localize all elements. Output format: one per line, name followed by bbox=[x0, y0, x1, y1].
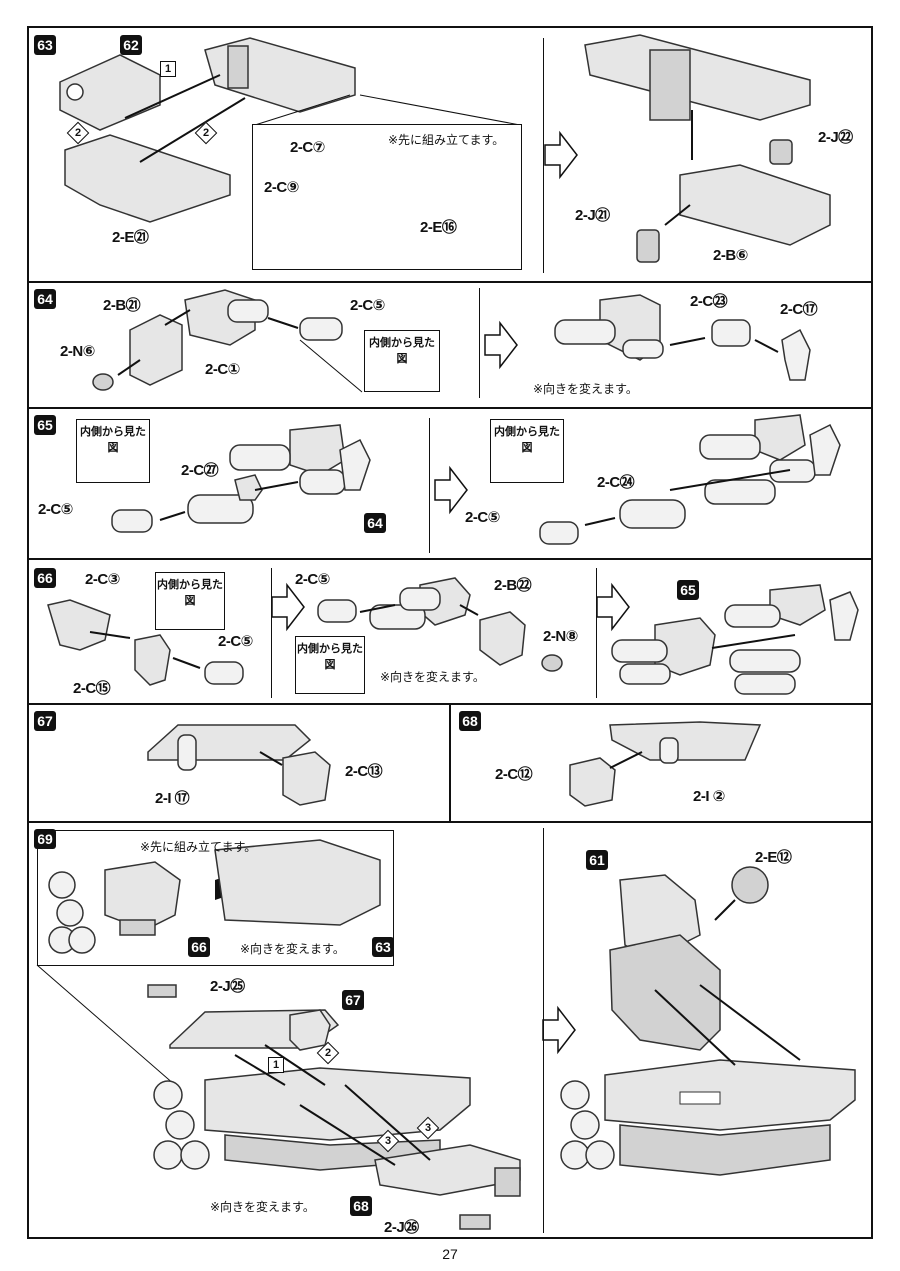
sep-65 bbox=[429, 418, 430, 553]
inner-view-title: 内側から見た図 bbox=[297, 643, 363, 671]
label-2J22: 2-J㉒ bbox=[818, 129, 853, 146]
label-2J25: 2-J㉕ bbox=[210, 978, 245, 995]
label-2E21: 2-E㉑ bbox=[112, 229, 149, 246]
part-62-hinge bbox=[59, 54, 161, 131]
divider-64-65 bbox=[29, 407, 871, 409]
note-pre-assemble-69: ※先に組み立てます。 bbox=[140, 840, 257, 854]
label-2C13: 2-C⑬ bbox=[345, 763, 383, 780]
sep-66a bbox=[271, 568, 272, 698]
step-66-ref: 66 bbox=[188, 937, 210, 957]
label-2C5-66a: 2-C⑤ bbox=[218, 633, 253, 650]
inner-view-title: 内側から見た図 bbox=[157, 579, 223, 607]
step-69-badge: 69 bbox=[34, 829, 56, 849]
step-62-ref: 62 bbox=[120, 35, 142, 55]
part-arm-top bbox=[204, 37, 356, 113]
step-65-ref: 65 bbox=[677, 580, 699, 600]
label-2E12: 2-E⑫ bbox=[755, 849, 792, 866]
note-pre-assemble-63: ※先に組み立てます。 bbox=[388, 133, 505, 147]
label-2C5-65b: 2-C⑤ bbox=[465, 509, 500, 526]
label-2N6: 2-N⑥ bbox=[60, 343, 95, 360]
label-2C3: 2-C③ bbox=[85, 571, 120, 588]
label-2C1: 2-C① bbox=[205, 361, 240, 378]
step-67-ref: 67 bbox=[342, 990, 364, 1010]
sep-66b bbox=[596, 568, 597, 698]
step-68-badge: 68 bbox=[459, 711, 481, 731]
inner-view-box-65b: 内側から見た図 bbox=[490, 419, 564, 483]
inner-view-title: 内側から見た図 bbox=[369, 337, 435, 365]
step-65-badge: 65 bbox=[34, 415, 56, 435]
note-change-direction-66: ※向きを変えます。 bbox=[380, 670, 485, 684]
step-64-ref: 64 bbox=[364, 513, 386, 533]
label-2I17: 2-I ⑰ bbox=[155, 790, 190, 807]
label-2B6: 2-B⑥ bbox=[713, 247, 748, 264]
label-2C15: 2-C⑮ bbox=[73, 680, 111, 697]
sub-assembly-box-69 bbox=[37, 830, 394, 966]
divider-67-68 bbox=[449, 703, 451, 823]
page-frame bbox=[27, 26, 873, 1239]
label-2I2: 2-I ② bbox=[693, 788, 725, 805]
seq69-marker-1: 1 bbox=[268, 1057, 284, 1073]
label-2N8: 2-N⑧ bbox=[543, 628, 578, 645]
inner-view-title: 内側から見た図 bbox=[494, 426, 560, 454]
sub-assembly-box-63 bbox=[252, 124, 522, 270]
step-66-badge: 66 bbox=[34, 568, 56, 588]
label-2C27: 2-C㉗ bbox=[181, 462, 219, 479]
step-61-ref: 61 bbox=[586, 850, 608, 870]
step-64-badge: 64 bbox=[34, 289, 56, 309]
divider-63-64 bbox=[29, 281, 871, 283]
inner-view-box-64: 内側から見た図 bbox=[364, 330, 440, 392]
page-number: 27 bbox=[442, 1246, 458, 1262]
inner-view-title: 内側から見た図 bbox=[80, 426, 146, 454]
inner-view-box-66b: 内側から見た図 bbox=[295, 636, 365, 694]
step-63-badge: 63 bbox=[34, 35, 56, 55]
inner-view-box-66a: 内側から見た図 bbox=[155, 572, 225, 630]
sep-63 bbox=[543, 38, 544, 273]
label-2E16: 2-E⑯ bbox=[420, 219, 457, 236]
inner-view-box-65a: 内側から見た図 bbox=[76, 419, 150, 483]
label-2C7: 2-C⑦ bbox=[290, 139, 325, 156]
label-2J21: 2-J㉑ bbox=[575, 207, 610, 224]
sep-64 bbox=[479, 288, 480, 398]
note-change-direction-69a: ※向きを変えます。 bbox=[240, 942, 345, 956]
step-67-badge: 67 bbox=[34, 711, 56, 731]
divider-65-66 bbox=[29, 558, 871, 560]
label-2C9: 2-C⑨ bbox=[264, 179, 299, 196]
sep-69 bbox=[543, 828, 544, 1233]
step-68-ref: 68 bbox=[350, 1196, 372, 1216]
part-2E21-plate bbox=[64, 134, 231, 223]
note-change-direction-64: ※向きを変えます。 bbox=[533, 382, 638, 396]
label-2C24: 2-C㉔ bbox=[597, 474, 635, 491]
label-2C5-66b: 2-C⑤ bbox=[295, 571, 330, 588]
label-2C17: 2-C⑰ bbox=[780, 301, 818, 318]
note-change-direction-69b: ※向きを変えます。 bbox=[210, 1200, 315, 1214]
gatling-unit-66 bbox=[48, 861, 181, 954]
label-2C5-64: 2-C⑤ bbox=[350, 297, 385, 314]
label-2B22: 2-B㉒ bbox=[494, 577, 532, 594]
label-2C12: 2-C⑫ bbox=[495, 766, 533, 783]
label-2J26: 2-J㉖ bbox=[384, 1219, 419, 1236]
seq-marker-1: 1 bbox=[160, 61, 176, 77]
label-2C5-65a: 2-C⑤ bbox=[38, 501, 73, 518]
label-2B21: 2-B㉑ bbox=[103, 297, 141, 314]
step-63-ref: 63 bbox=[372, 937, 394, 957]
label-2C23: 2-C㉓ bbox=[690, 293, 728, 310]
